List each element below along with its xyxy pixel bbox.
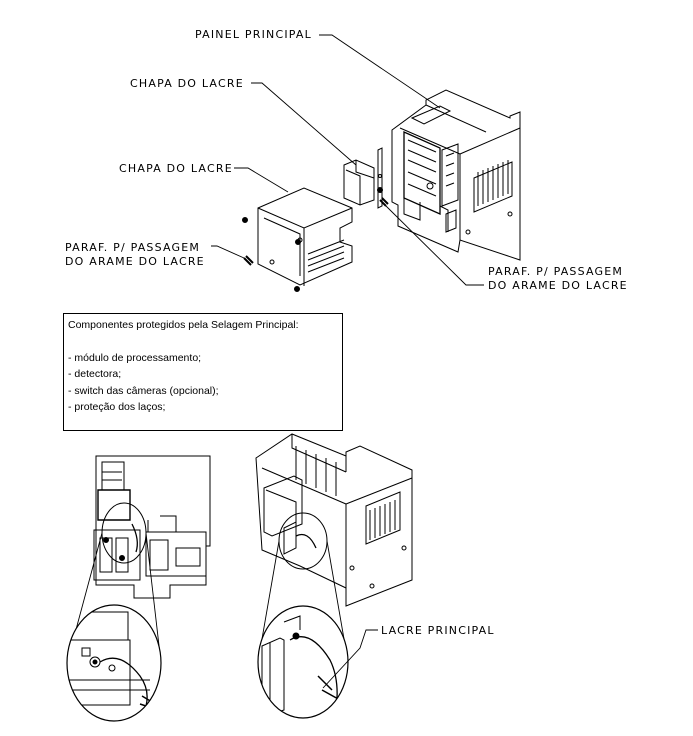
detail-circle-left-large <box>66 604 162 722</box>
label-paraf-left-line1: PARAF. P/ PASSAGEM <box>65 241 200 254</box>
seal-plate-small-drawing <box>343 147 383 209</box>
note-item: - detectora; <box>68 368 122 380</box>
note-title: Componentes protegidos pela Selagem Prin… <box>68 319 299 331</box>
label-painel-principal: PAINEL PRINCIPAL <box>195 28 312 41</box>
label-paraf-right-line2: DO ARAME DO LACRE <box>488 279 628 292</box>
note-item: - switch das câmeras (opcional); <box>68 384 219 397</box>
label-lacre-principal: LACRE PRINCIPAL <box>381 624 495 637</box>
front-view-drawing <box>93 455 211 599</box>
screws <box>242 197 389 292</box>
protected-components-note: Componentes protegidos pela Selagem Prin… <box>63 313 343 431</box>
exploded-assembly-view <box>242 89 521 292</box>
iso-view-drawing <box>255 433 413 607</box>
note-list: - módulo de processamento; - detectora; … <box>68 350 338 416</box>
detail-circle-right-large <box>257 605 349 719</box>
note-item: - módulo de processamento; <box>68 351 202 364</box>
leader-lines <box>211 34 484 286</box>
detail-circle-left-small <box>101 502 147 564</box>
leader-lacre-principal <box>322 629 378 689</box>
label-chapa-do-lacre-left: CHAPA DO LACRE <box>119 162 233 175</box>
note-item: - proteção dos laços; <box>68 401 166 413</box>
label-paraf-right-line1: PARAF. P/ PASSAGEM <box>488 265 623 278</box>
detail-circle-right-small <box>278 512 328 570</box>
label-paraf-left-line2: DO ARAME DO LACRE <box>65 255 205 268</box>
detail-right-small-content <box>283 521 317 555</box>
label-chapa-do-lacre-top: CHAPA DO LACRE <box>130 77 244 90</box>
main-panel-drawing <box>391 89 521 261</box>
seal-plate-large-drawing <box>257 187 353 286</box>
